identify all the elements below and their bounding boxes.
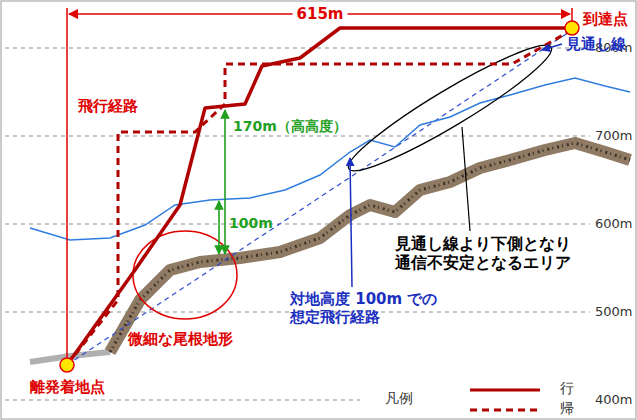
legend-sample (470, 409, 540, 412)
takeoff-point (60, 358, 74, 372)
dimension-label: 615m (293, 5, 348, 23)
height-arrow (224, 110, 226, 254)
height-label: 170m（高高度） (233, 118, 347, 135)
axis-label: 700m (595, 128, 632, 144)
legend-sample (470, 389, 540, 392)
axis-label: 600m (595, 216, 632, 232)
ridge-label: 微細な尾根地形 (128, 330, 233, 348)
pointer-arrow (542, 44, 562, 50)
dimension-line (66, 8, 68, 358)
pointer-arrow (350, 158, 352, 287)
terrain-follow-path (30, 78, 630, 240)
legend-text: 行 (560, 380, 574, 397)
leader-line (462, 127, 470, 231)
arrival-point (565, 21, 579, 35)
return-path (67, 30, 572, 365)
height-arrow (218, 201, 220, 254)
ridge-circle (133, 231, 237, 319)
legend-heading: 凡例 (385, 390, 413, 407)
dimension-line (571, 8, 573, 22)
path-label: 飛行経路 (78, 97, 138, 115)
area-note: 見通し線より下側となり 通信不安定となるエリア (395, 234, 581, 272)
sight-line (67, 30, 572, 365)
point-label: 到達点 (583, 10, 628, 28)
path-note: 対地高度 100m での 想定飛行経路 (290, 290, 452, 326)
axis-label: 500m (595, 304, 632, 320)
axis-label: 400m (595, 392, 632, 408)
point-label: 離発着地点 (30, 378, 105, 396)
outbound-path (67, 28, 572, 365)
line-label: 見通し線 (566, 35, 626, 53)
legend-text: 帰 (560, 400, 574, 417)
height-label: 100m (229, 215, 273, 232)
